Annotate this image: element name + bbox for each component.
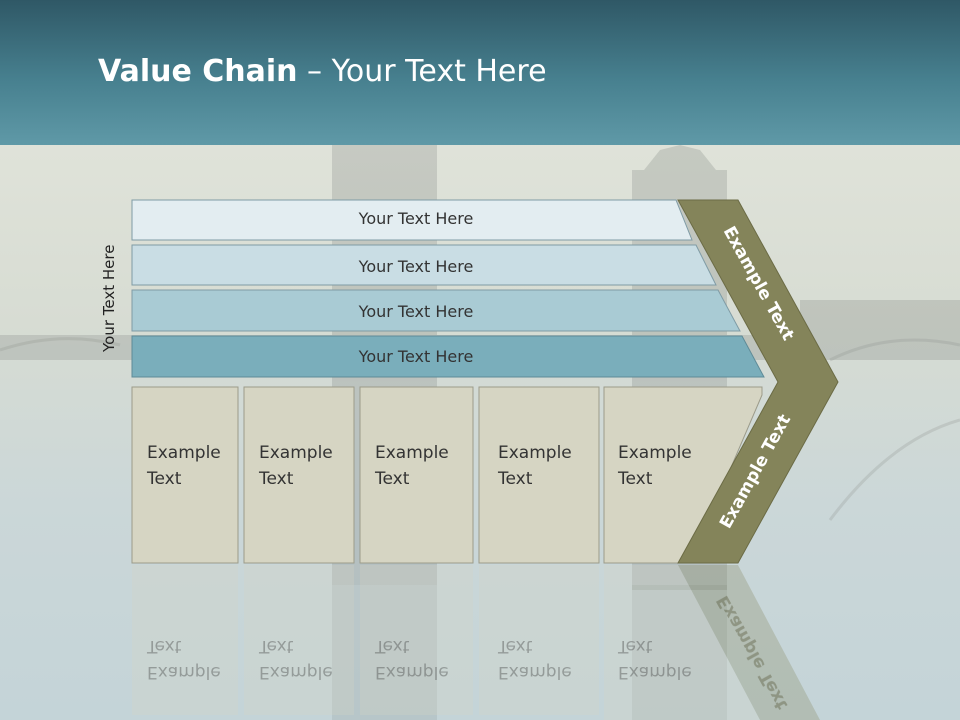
box-1-reflection [132,565,238,715]
title-rest: – Your Text Here [297,54,547,89]
box-3 [359,386,474,564]
bar-2-label: Your Text Here [358,257,474,276]
box-3-reflection-line1: Example [375,662,449,682]
bar-2 [131,244,717,286]
bar-3 [131,289,741,332]
bar-4 [131,335,765,378]
box-1-reflection-line1: Example [147,662,221,682]
bar-1-label: Your Text Here [358,209,474,228]
box-2-line2: Text [258,469,294,489]
box-2-reflection-line2: Text [258,636,294,656]
box-1-line1: Example [147,443,221,463]
bar-3-label: Your Text Here [358,302,474,321]
reflection-group [132,565,820,720]
box-4-reflection-line2: Text [497,636,533,656]
box-2-reflection [244,565,354,715]
box-4 [478,386,600,564]
title-bold: Value Chain [98,54,298,89]
box-5-line1: Example [618,443,692,463]
box-4-reflection-line1: Example [498,662,572,682]
box-5-reflection-line1: Example [618,662,692,682]
box-2-line1: Example [259,443,333,463]
box-5-reflection-line2: Text [617,636,653,656]
box-1-line2: Text [146,469,182,489]
bar-1 [131,199,693,241]
box-5-reflection [604,565,762,720]
box-4-line1: Example [498,443,572,463]
header-band [0,0,960,145]
box-2-reflection-line1: Example [259,662,333,682]
box-1 [131,386,239,564]
bar-4-label: Your Text Here [358,347,474,366]
box-5-line2: Text [617,469,653,489]
box-3-line1: Example [375,443,449,463]
chevron-reflection [678,565,820,720]
box-3-line2: Text [374,469,410,489]
box-3-reflection-line2: Text [374,636,410,656]
box-4-line2: Text [497,469,533,489]
box-2 [243,386,355,564]
box-4-reflection [479,565,599,715]
box-3-reflection [360,565,473,715]
slide-title: Value Chain – Your Text Here [98,54,547,89]
box-1-reflection-line2: Text [146,636,182,656]
chevron-shape [677,199,839,564]
